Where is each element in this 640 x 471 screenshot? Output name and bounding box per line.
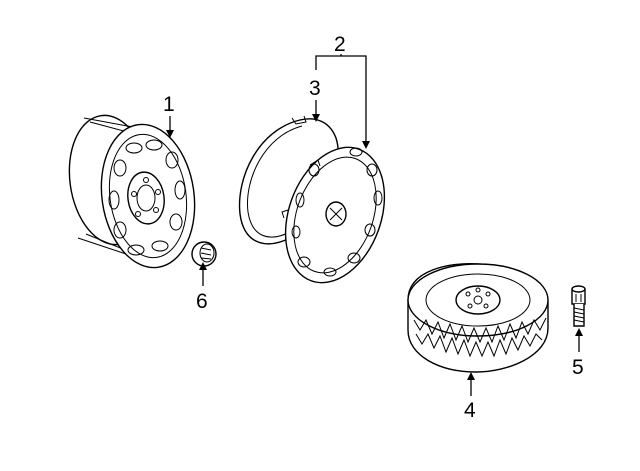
callout-6: 6 [196,290,208,313]
wheel-rim [68,114,196,269]
callout-1: 1 [163,93,175,116]
lug-bolt [571,285,586,327]
callout-2: 2 [334,33,346,56]
spare-tire [407,263,549,373]
callout-5: 5 [572,356,584,379]
leader-lines [166,54,583,396]
center-cap [191,241,217,267]
callout-4: 4 [464,399,476,422]
callout-3: 3 [309,77,321,100]
wheel-cover [281,146,386,284]
